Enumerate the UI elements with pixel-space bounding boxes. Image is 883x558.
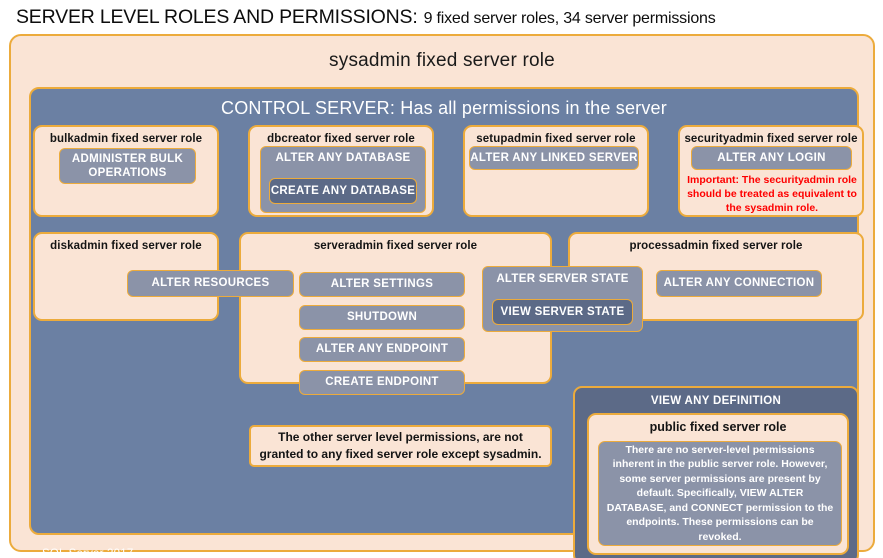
role-title-bulkadmin: bulkadmin fixed server role: [49, 133, 203, 145]
page-title-subtitle: 9 fixed server roles, 34 server permissi…: [423, 10, 716, 27]
role-title-setupadmin: setupadmin fixed server role: [476, 133, 636, 145]
permission-administer-bulk-operations[interactable]: ADMINISTER BULK OPERATIONS: [59, 148, 196, 184]
role-title-securityadmin: securityadmin fixed server role: [684, 133, 858, 145]
role-card-securityadmin: securityadmin fixed server role: [678, 125, 864, 217]
control-server-label: CONTROL SERVER: Has all permissions in t…: [221, 98, 667, 118]
page-title: SERVER LEVEL ROLES AND PERMISSIONS: 9 fi…: [16, 6, 876, 32]
permission-view-any-definition[interactable]: VIEW ANY DEFINITION: [650, 395, 782, 407]
permission-alter-resources[interactable]: ALTER RESOURCES: [127, 270, 294, 297]
role-card-setupadmin: setupadmin fixed server role: [463, 125, 649, 217]
other-permissions-note: The other server level permissions, are …: [249, 425, 552, 467]
permission-alter-any-database-label: ALTER ANY DATABASE: [275, 152, 411, 164]
public-role-card: public fixed server role There are no se…: [587, 413, 849, 555]
role-title-processadmin: processadmin fixed server role: [629, 240, 803, 252]
public-role-container: VIEW ANY DEFINITION public fixed server …: [573, 386, 859, 558]
page-title-main: SERVER LEVEL ROLES AND PERMISSIONS:: [16, 6, 418, 28]
permission-shutdown[interactable]: SHUTDOWN: [299, 305, 465, 330]
permission-view-server-state[interactable]: VIEW SERVER STATE: [492, 299, 633, 325]
product-version-label: SQL Server 2017: [42, 548, 134, 558]
permission-alter-settings[interactable]: ALTER SETTINGS: [299, 272, 465, 297]
permission-alter-any-linked-server[interactable]: ALTER ANY LINKED SERVER: [469, 146, 639, 170]
role-title-diskadmin: diskadmin fixed server role: [50, 240, 202, 252]
permission-create-endpoint[interactable]: CREATE ENDPOINT: [299, 370, 465, 395]
permission-create-any-database[interactable]: CREATE ANY DATABASE: [269, 178, 417, 204]
permission-alter-any-connection[interactable]: ALTER ANY CONNECTION: [656, 270, 822, 297]
role-title-serveradmin: serveradmin fixed server role: [313, 240, 478, 252]
sysadmin-role-container: sysadmin fixed server role CONTROL SERVE…: [9, 34, 875, 558]
permission-alter-any-endpoint[interactable]: ALTER ANY ENDPOINT: [299, 337, 465, 362]
role-title-dbcreator: dbcreator fixed server role: [267, 133, 415, 145]
securityadmin-warning-text: Important: The securityadmin role should…: [687, 174, 857, 215]
public-role-description: There are no server-level permissions in…: [598, 441, 842, 546]
permission-alter-server-state-label: ALTER SERVER STATE: [496, 273, 629, 285]
sysadmin-role-label: sysadmin fixed server role: [329, 50, 555, 71]
permission-alter-any-login[interactable]: ALTER ANY LOGIN: [691, 146, 852, 170]
role-title-public: public fixed server role: [649, 420, 787, 434]
